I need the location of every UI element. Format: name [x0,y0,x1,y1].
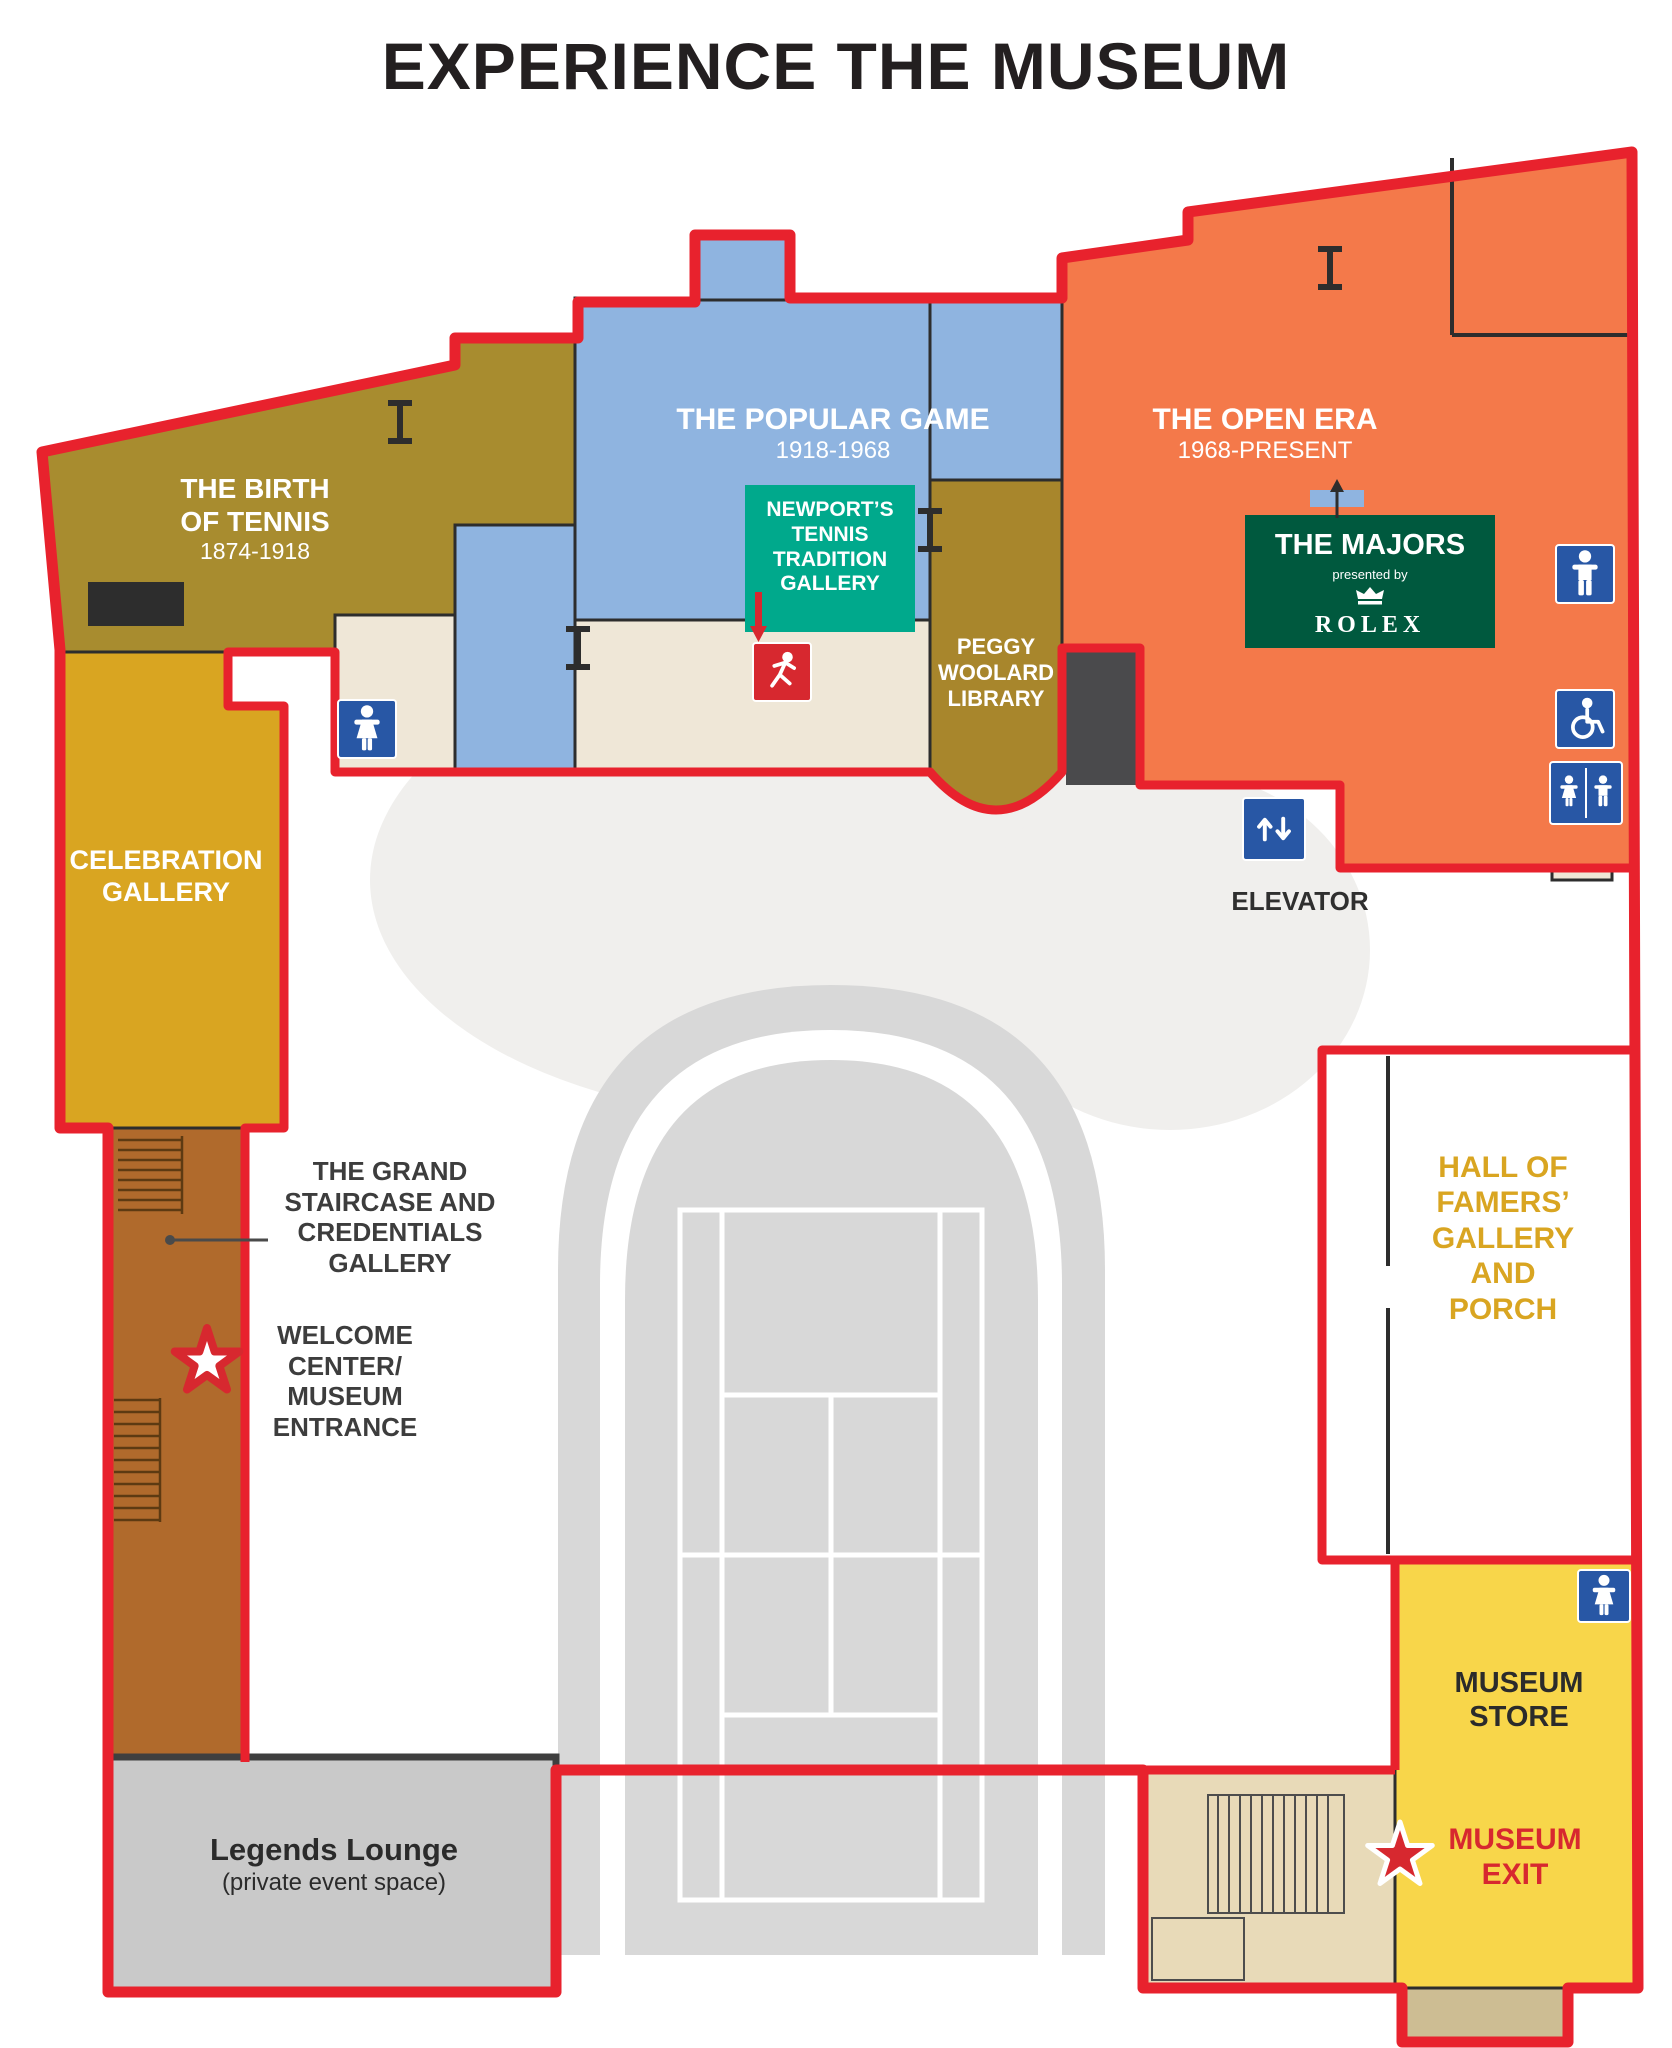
region-the-majors [1245,515,1495,648]
region-legends-lounge [104,1753,560,1996]
peggy-woolard-library-label: PEGGY WOOLARD LIBRARY [937,634,1055,711]
majors-sponsor: ROLEX [1314,611,1426,638]
majors-entrance-marker [1310,479,1364,518]
birth-of-tennis-name: THE BIRTH OF TENNIS [180,473,330,538]
exit-vestibule [1400,1986,1570,2044]
welcome-center-label: WELCOME CENTER/ MUSEUM ENTRANCE [272,1320,418,1443]
welcome-entrance-star-icon [170,1324,244,1394]
museum-exit-star-icon [1365,1819,1435,1886]
newport-tradition-label: NEWPORT’S TENNIS TRADITION GALLERY [766,498,894,596]
door-icons [388,246,1342,670]
majors-name: THE MAJORS [1274,529,1466,561]
elevator-icon [1242,797,1306,861]
region-museum-store [1393,1558,1640,1990]
legends-lounge-note: (private event space) [221,1868,447,1896]
staircase-marks [114,1136,184,1522]
hall-of-famers-label: HALL OF FAMERS’ GALLERY AND PORCH [1431,1151,1575,1326]
open-era-label: THE OPEN ERA 1968-PRESENT [1105,402,1425,466]
popular-game-label: THE POPULAR GAME 1918-1968 [668,402,998,466]
region-hall-of-famers [1322,1050,1638,1560]
open-era-name: THE OPEN ERA [1152,403,1378,436]
womens-restroom-icon [337,699,397,759]
popular-game-years: 1918-1968 [775,437,891,465]
majors-presented-by: presented by [1332,567,1408,583]
stairwell-marks [1151,1794,1345,1981]
museum-exit-label: MUSEUM EXIT [1448,1823,1582,1892]
museum-store-label: MUSEUM STORE [1454,1667,1584,1734]
wall-block [88,582,184,626]
legends-lounge-label: Legends Lounge (private event space) [150,1832,518,1897]
route-outline [36,146,1644,2048]
accessible-restroom-icon [1555,689,1615,749]
stadium-court [558,985,1105,1955]
region-newport-tradition [745,485,915,632]
store-womens-restroom-icon [1577,1569,1631,1623]
rolex-crown-icon [1356,587,1384,605]
wall-details [1386,158,1634,1554]
majors-label: THE MAJORS presented by ROLEX [1250,528,1490,639]
open-era-years: 1968-PRESENT [1177,437,1353,465]
celebration-gallery-label: CELEBRATION GALLERY [69,845,263,907]
mens-restroom-icon [1555,544,1615,604]
tennis-court-lines [677,1207,985,1903]
region-grand-staircase-corridor [110,1126,247,1759]
grand-staircase-label: THE GRAND STAIRCASE AND CREDENTIALS GALL… [284,1156,496,1279]
region-open-era [1060,150,1640,870]
family-restroom-icon [1549,761,1623,825]
elevator-label: ELEVATOR [1231,886,1369,916]
tour-route-runner-icon [752,642,812,702]
utility-block [1066,648,1140,785]
popular-game-name: THE POPULAR GAME [676,403,990,436]
route-arrow-down-icon [750,592,767,642]
birth-of-tennis-label: THE BIRTH OF TENNIS 1874-1918 [170,472,340,565]
region-exit-stairwell [1141,1768,1397,1990]
page-title: EXPERIENCE THE MUSEUM [381,29,1291,103]
birth-of-tennis-years: 1874-1918 [200,538,310,565]
staircase-pointer [165,1235,268,1245]
legends-lounge-name: Legends Lounge [210,1832,458,1867]
